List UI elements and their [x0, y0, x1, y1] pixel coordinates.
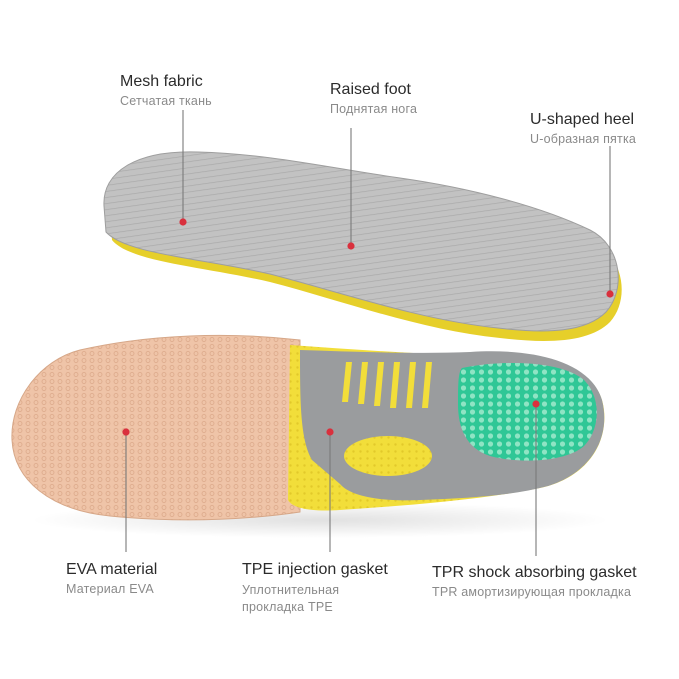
top-insole: [103, 151, 622, 341]
label-raised-foot: Raised foot Поднятая нога: [330, 80, 417, 117]
dot-heel: [606, 290, 614, 298]
label-tpr-shock-absorbing-gasket: TPR shock absorbing gasket TPR амортизир…: [432, 563, 637, 600]
label-u-shaped-heel: U-shaped heel U-образная пятка: [530, 110, 636, 147]
label-ru: U-образная пятка: [530, 132, 637, 147]
bottom-insole: [11, 334, 605, 521]
label-en: U-shaped heel: [530, 111, 635, 128]
label-en: TPE injection gasket: [242, 561, 388, 578]
dot-mesh: [179, 218, 187, 226]
dot-raised: [347, 242, 355, 250]
dot-tpe: [326, 428, 334, 436]
label-ru: Уплотнительная прокладка TPE: [242, 583, 340, 615]
callout-lines: [125, 110, 611, 556]
label-en: Raised foot: [330, 81, 411, 98]
dot-tpr: [532, 400, 540, 408]
callout-dots: [122, 218, 614, 436]
label-en: EVA material: [66, 561, 158, 578]
label-eva-material: EVA material Материал EVA: [66, 560, 157, 597]
label-mesh-fabric: Mesh fabric Сетчатая ткань: [120, 72, 212, 109]
label-en: Mesh fabric: [120, 73, 203, 90]
label-ru: Сетчатая ткань: [120, 94, 212, 109]
label-tpe-injection-gasket: TPE injection gasket Уплотнительная прок…: [242, 560, 388, 616]
label-ru: TPR амортизирующая прокладка: [432, 585, 632, 600]
label-ru: Поднятая нога: [330, 102, 418, 117]
dot-eva: [122, 428, 130, 436]
label-ru: Материал EVA: [66, 582, 154, 597]
label-en: TPR shock absorbing gasket: [432, 564, 637, 581]
